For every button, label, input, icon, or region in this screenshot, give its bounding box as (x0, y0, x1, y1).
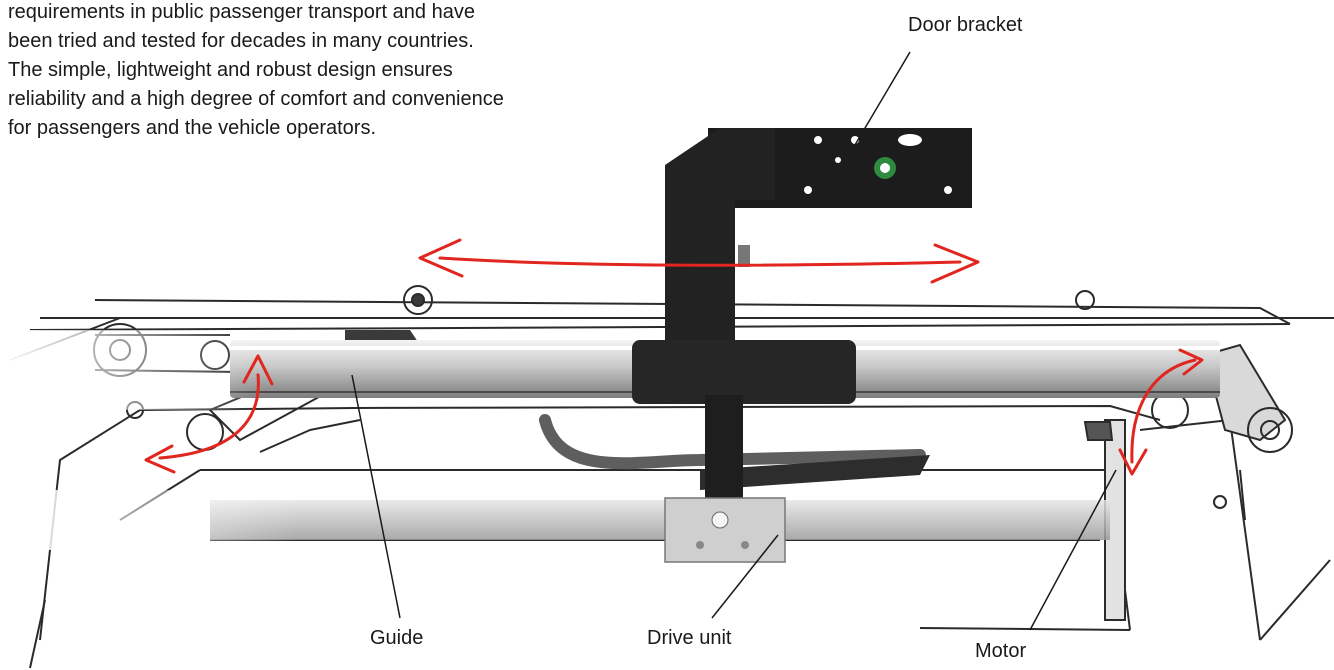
drive-unit-leader (711, 534, 779, 619)
door-bracket-part (665, 128, 972, 345)
left-rotation-arrow (158, 373, 260, 460)
drive-unit-label: Drive unit (647, 627, 732, 649)
guide-rail (0, 330, 1220, 410)
door-bracket-label: Door bracket (908, 14, 1023, 36)
intro-line: The simple, lightweight and robust desig… (8, 59, 453, 81)
intro-paragraph: requirements in public passenger transpo… (8, 0, 648, 143)
intro-line: reliability and a high degree of comfort… (8, 88, 504, 110)
motion-arrows (144, 238, 1204, 476)
motor-label: Motor (975, 640, 1027, 662)
leader-lines (351, 51, 1117, 631)
motor-assembly (1075, 290, 1293, 621)
drive-rail (210, 500, 1110, 540)
door-bracket-leader (851, 51, 911, 151)
right-rotation-arrow (1130, 358, 1197, 464)
guide-leader (351, 374, 401, 619)
intro-line: for passengers and the vehicle operators… (8, 117, 376, 139)
drive-unit-part (664, 497, 786, 563)
cable-chain (539, 414, 926, 470)
motor-leader (1029, 469, 1117, 631)
horizontal-motion-arrow (438, 256, 962, 267)
intro-line: been tried and tested for decades in man… (8, 30, 474, 52)
guide-label: Guide (370, 627, 424, 649)
intro-line: requirements in public passenger transpo… (8, 1, 475, 23)
